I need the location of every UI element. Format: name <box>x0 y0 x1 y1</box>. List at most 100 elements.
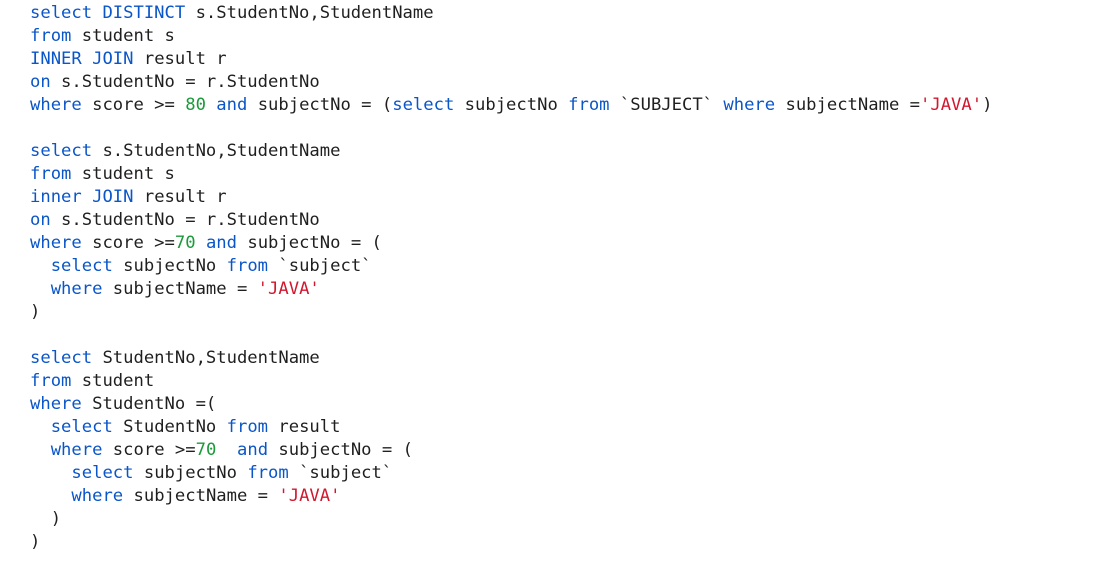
code-line[interactable]: where score >=70 and subjectNo = ( <box>30 232 1111 255</box>
code-line[interactable] <box>30 117 1111 140</box>
code-text: score >= <box>81 95 186 115</box>
code-text: subjectName = <box>775 95 920 115</box>
code-text: subjectName = <box>123 486 279 506</box>
code-text <box>30 256 51 276</box>
code-text: subjectNo = ( <box>237 233 382 253</box>
sql-keyword: on <box>30 72 51 92</box>
code-line[interactable]: where subjectName = 'JAVA' <box>30 485 1111 508</box>
code-text <box>206 95 216 115</box>
code-text <box>30 463 71 483</box>
sql-keyword: from <box>30 371 72 391</box>
code-text: result <box>268 417 341 437</box>
code-text: `subject` <box>288 463 393 483</box>
code-text: subjectNo = ( <box>268 440 413 460</box>
sql-keyword: select <box>50 256 113 276</box>
code-line[interactable]: from student s <box>30 25 1111 48</box>
sql-keyword: where <box>723 95 776 115</box>
sql-keyword: select <box>30 3 93 23</box>
code-text: ) <box>30 302 41 322</box>
code-line[interactable]: from student <box>30 370 1111 393</box>
sql-keyword: from <box>226 417 269 437</box>
code-text: ) <box>30 509 62 529</box>
code-text: result r <box>133 187 227 207</box>
sql-keyword: and <box>205 233 237 253</box>
code-text <box>30 279 51 299</box>
sql-keyword: DISTINCT <box>92 3 186 23</box>
code-line[interactable]: where score >= 80 and subjectNo = (selec… <box>30 94 1111 117</box>
code-line[interactable]: where StudentNo =( <box>30 393 1111 416</box>
code-line[interactable] <box>30 324 1111 347</box>
code-text: `subject` <box>268 256 372 276</box>
code-text: subjectName = <box>102 279 258 299</box>
code-text <box>30 417 51 437</box>
sql-keyword: and <box>237 440 269 460</box>
code-text <box>30 486 71 506</box>
code-line[interactable]: INNER JOIN result r <box>30 48 1111 71</box>
code-text: student s <box>71 26 175 46</box>
sql-keyword: where <box>30 233 82 253</box>
sql-keyword: where <box>30 394 82 414</box>
code-text: s.StudentNo,StudentName <box>185 3 434 23</box>
code-text: subjectNo = ( <box>247 95 393 115</box>
code-text: s.StudentNo,StudentName <box>92 141 341 161</box>
sql-keyword: select <box>50 417 113 437</box>
code-line[interactable]: ) <box>30 531 1111 554</box>
code-text: student <box>71 371 155 391</box>
code-text: student s <box>71 164 175 184</box>
code-text: `SUBJECT` <box>609 95 724 115</box>
code-text: StudentNo,StudentName <box>92 348 320 368</box>
code-text <box>30 440 51 460</box>
sql-keyword: select <box>71 463 134 483</box>
sql-keyword: where <box>30 95 82 115</box>
number-literal: 70 <box>174 233 196 253</box>
code-line[interactable]: select subjectNo from `subject` <box>30 462 1111 485</box>
code-line[interactable]: from student s <box>30 163 1111 186</box>
code-line[interactable]: select StudentNo from result <box>30 416 1111 439</box>
code-line[interactable]: inner JOIN result r <box>30 186 1111 209</box>
sql-keyword: from <box>247 463 289 483</box>
code-line[interactable]: where subjectName = 'JAVA' <box>30 278 1111 301</box>
code-text: StudentNo <box>112 417 227 437</box>
code-line[interactable]: select StudentNo,StudentName <box>30 347 1111 370</box>
sql-keyword: inner <box>30 187 82 207</box>
code-text <box>196 233 206 253</box>
number-literal: 70 <box>195 440 217 460</box>
code-line[interactable]: where score >=70 and subjectNo = ( <box>30 439 1111 462</box>
sql-keyword: JOIN <box>81 187 134 207</box>
code-line[interactable]: select s.StudentNo,StudentName <box>30 140 1111 163</box>
code-line[interactable]: select DISTINCT s.StudentNo,StudentName <box>30 2 1111 25</box>
sql-keyword: from <box>30 164 72 184</box>
code-line[interactable]: ) <box>30 301 1111 324</box>
string-literal: 'JAVA' <box>257 279 320 299</box>
number-literal: 80 <box>185 95 206 115</box>
code-text: s.StudentNo = r.StudentNo <box>50 210 320 230</box>
code-text: score >= <box>81 233 175 253</box>
sql-keyword: from <box>30 26 72 46</box>
code-line[interactable]: ) <box>30 508 1111 531</box>
string-literal: 'JAVA' <box>920 95 983 115</box>
sql-keyword: where <box>50 440 103 460</box>
code-text: subjectNo <box>112 256 227 276</box>
code-text: subjectNo <box>133 463 248 483</box>
sql-keyword: select <box>30 348 93 368</box>
sql-keyword: where <box>71 486 124 506</box>
code-line[interactable]: select subjectNo from `subject` <box>30 255 1111 278</box>
code-text: result r <box>133 49 227 69</box>
code-line[interactable]: on s.StudentNo = r.StudentNo <box>30 71 1111 94</box>
code-text: ) <box>30 532 41 552</box>
sql-keyword: and <box>216 95 248 115</box>
sql-keyword: on <box>30 210 51 230</box>
sql-keyword: INNER <box>30 49 82 69</box>
code-text: ) <box>982 95 993 115</box>
code-text: score >= <box>102 440 196 460</box>
code-text: s.StudentNo = r.StudentNo <box>50 72 320 92</box>
code-line[interactable]: on s.StudentNo = r.StudentNo <box>30 209 1111 232</box>
code-text: StudentNo =( <box>81 394 217 414</box>
string-literal: 'JAVA' <box>278 486 341 506</box>
sql-keyword: from <box>568 95 610 115</box>
sql-keyword: select <box>30 141 93 161</box>
sql-keyword: JOIN <box>81 49 134 69</box>
sql-keyword: from <box>226 256 269 276</box>
sql-keyword: where <box>50 279 103 299</box>
